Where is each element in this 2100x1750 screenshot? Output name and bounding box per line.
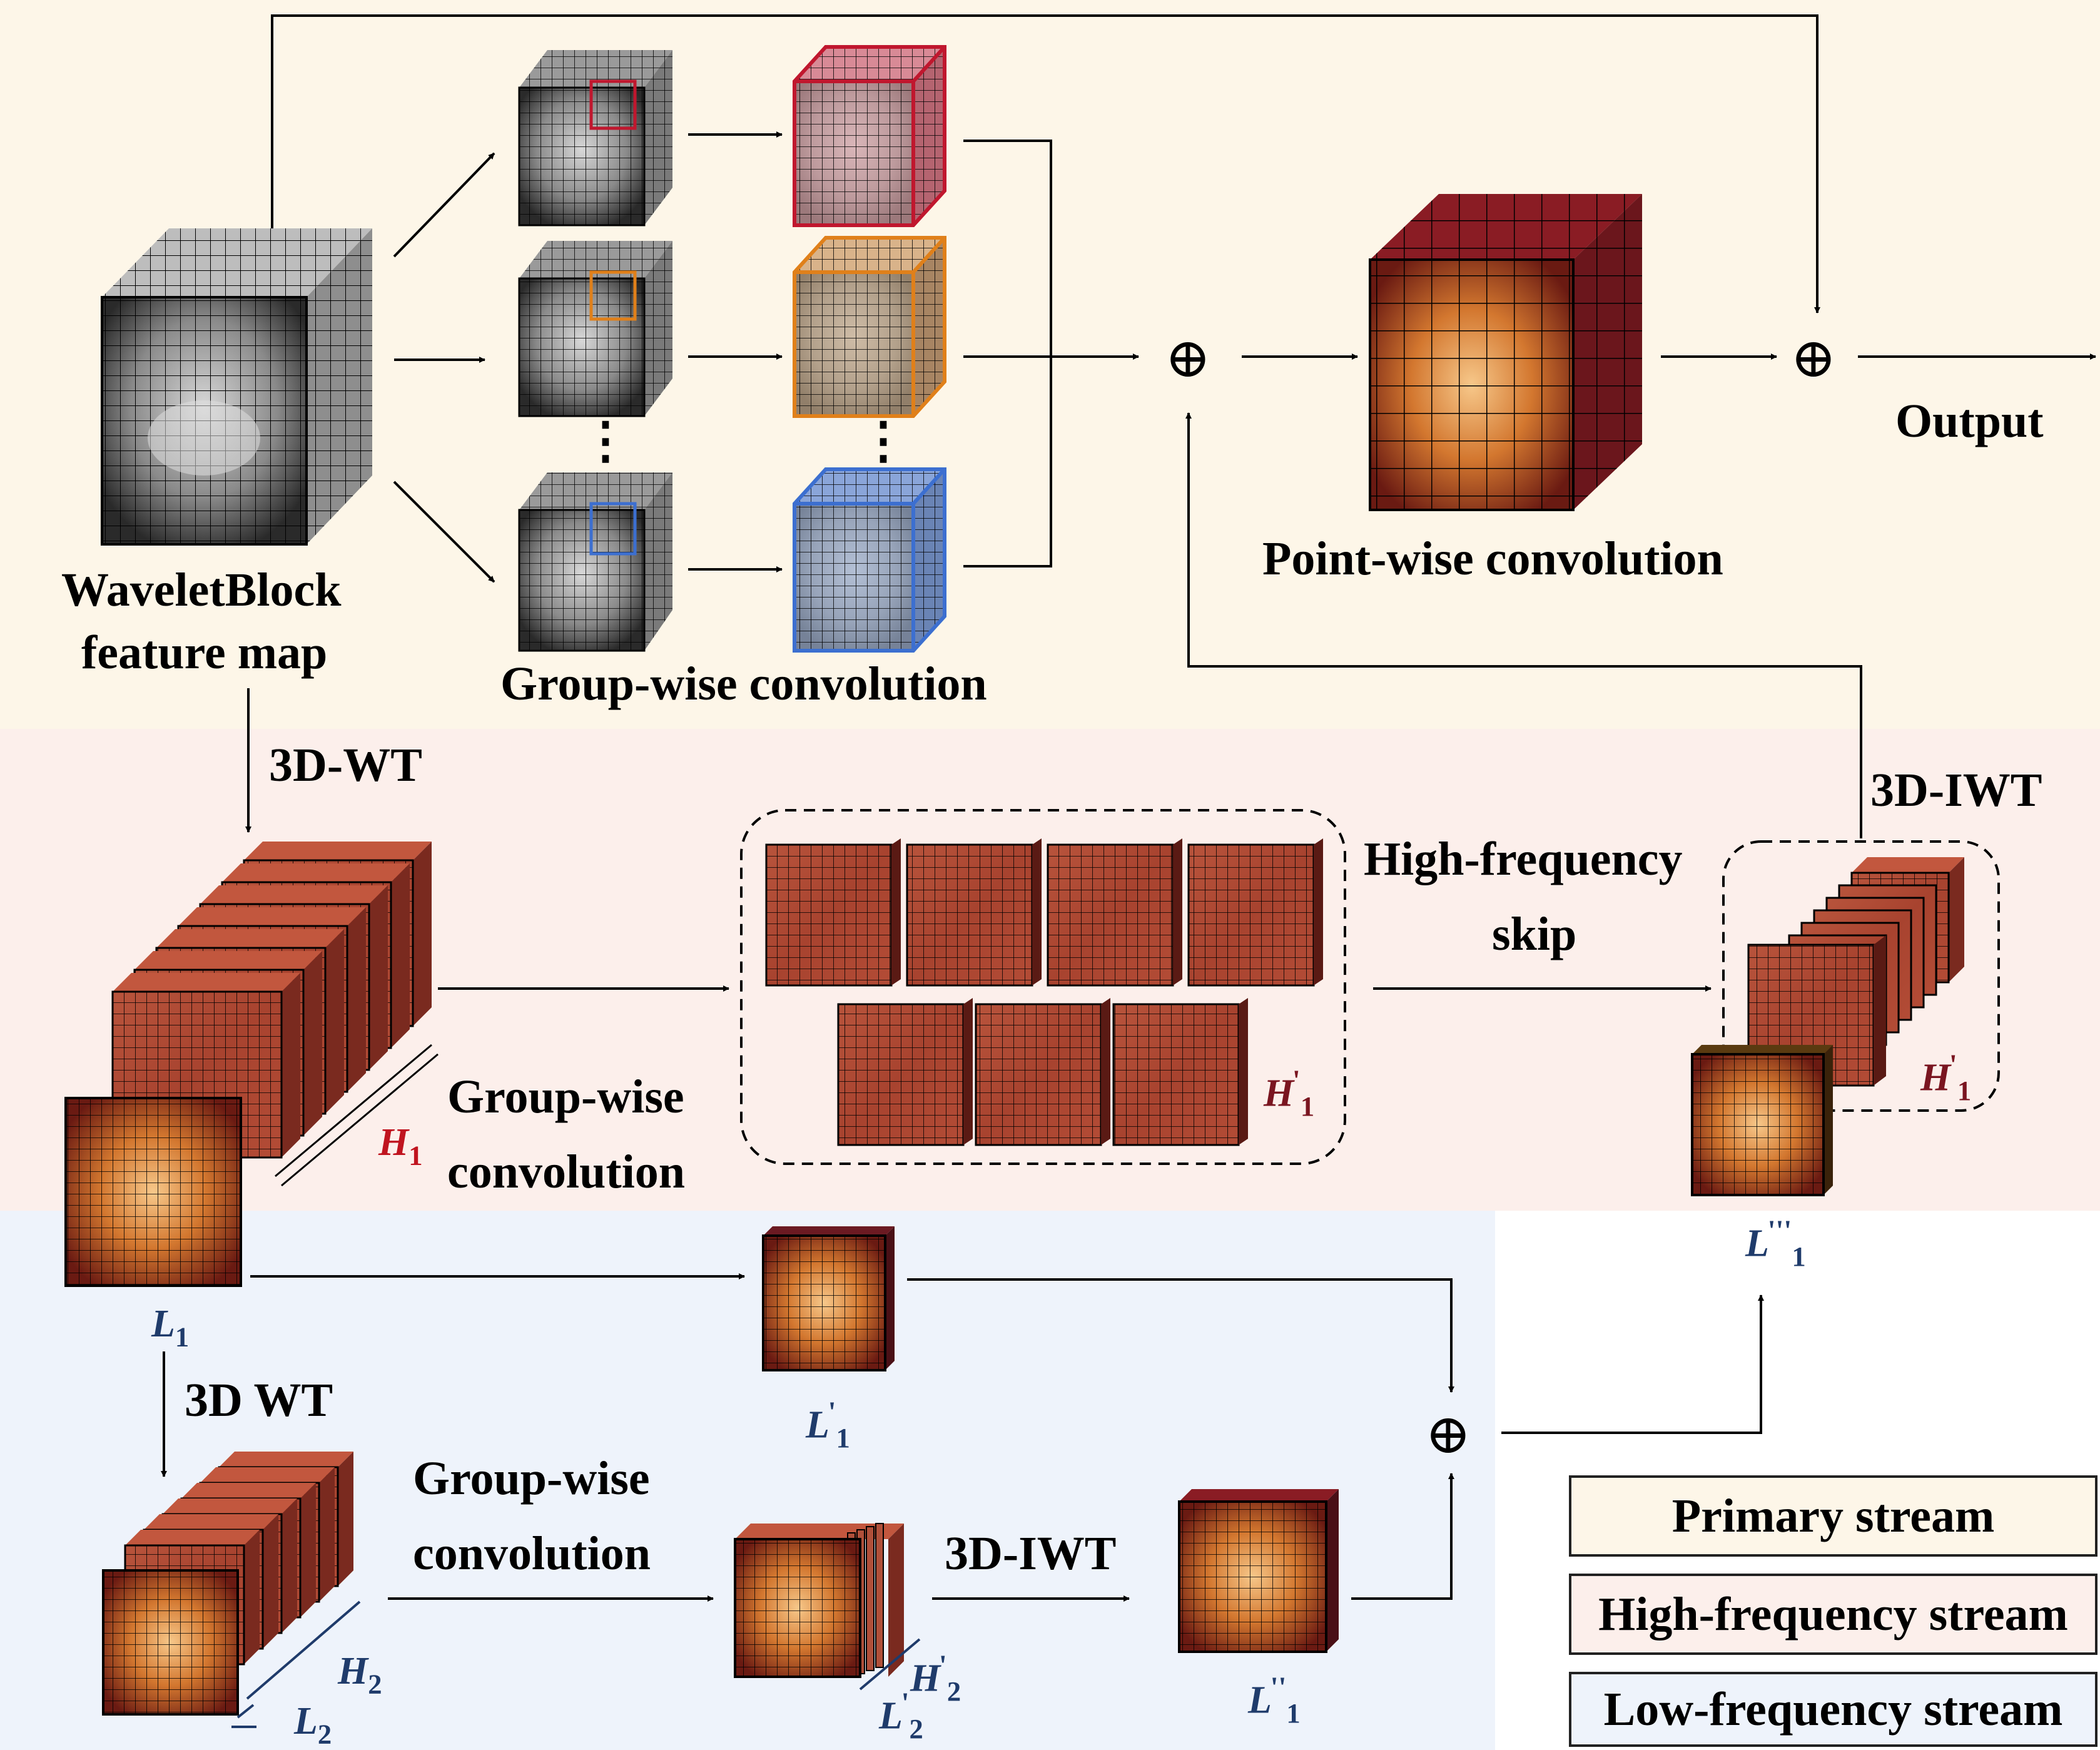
l1-symbol: L1 bbox=[151, 1303, 190, 1353]
l1-prime-symbol: L'1 bbox=[806, 1396, 850, 1454]
h2-symbol: H2 bbox=[338, 1650, 382, 1700]
hf-skip-label-line2: skip bbox=[1492, 908, 1577, 960]
gw-low-label-line1: Group-wise bbox=[413, 1452, 650, 1505]
point-wise-conv-label: Point-wise convolution bbox=[1262, 532, 1723, 585]
l1-double-prime-cube bbox=[1178, 1489, 1339, 1653]
add-symbol-primary: ⊕ bbox=[1165, 328, 1211, 389]
dots-2: ⋮ bbox=[858, 414, 908, 469]
dots-1: ⋮ bbox=[581, 414, 631, 469]
h1-prime-symbol-right: H'1 bbox=[1920, 1049, 1972, 1107]
l2-h2-subband-stack bbox=[102, 1452, 361, 1728]
h1-prime-symbol-mid: H'1 bbox=[1264, 1065, 1315, 1122]
pointwise-cube bbox=[1369, 194, 1642, 511]
iwt-low-label: 3D-IWT bbox=[945, 1527, 1117, 1580]
l2-symbol: L2 bbox=[294, 1700, 332, 1750]
legend-primary-stream: Primary stream bbox=[1569, 1475, 2097, 1557]
hf-group-box bbox=[740, 809, 1346, 1165]
gw-low-label-line2: convolution bbox=[413, 1527, 651, 1580]
input-label-line2: feature map bbox=[81, 626, 328, 679]
l1-triple-prime-symbol: L'''1 bbox=[1745, 1215, 1806, 1273]
l1-prime-cube bbox=[762, 1226, 895, 1371]
hf-skip-label-line1: High-frequency bbox=[1364, 833, 1683, 885]
legend-high-frequency-stream: High-frequency stream bbox=[1569, 1574, 2097, 1655]
l1-triple-prime-cube bbox=[1691, 1045, 1833, 1196]
group-input-cubes bbox=[518, 50, 672, 652]
hf-group-panels bbox=[765, 838, 1323, 1146]
h1-symbol: H1 bbox=[378, 1121, 423, 1171]
h2-prime-symbol: H'2 bbox=[910, 1650, 961, 1707]
group-output-cubes bbox=[793, 45, 946, 653]
hf-skip-box bbox=[1722, 840, 2000, 1112]
low-group-conv-stack bbox=[734, 1523, 921, 1691]
gw-mid-label-line1: Group-wise bbox=[447, 1071, 684, 1123]
wt-low-label: 3D WT bbox=[185, 1374, 333, 1427]
input-feature-cube bbox=[101, 228, 372, 546]
legend-low-frequency-stream: Low-frequency stream bbox=[1569, 1672, 2097, 1747]
iwt-top-label: 3D-IWT bbox=[1870, 764, 2042, 816]
add-symbol-low: ⊕ bbox=[1425, 1405, 1471, 1465]
h1-subband-stack bbox=[64, 842, 439, 1287]
input-label-line1: WaveletBlock bbox=[61, 564, 342, 616]
add-symbol-output: ⊕ bbox=[1790, 328, 1837, 389]
l1-double-prime-symbol: L''1 bbox=[1248, 1672, 1301, 1729]
group-wise-conv-label: Group-wise convolution bbox=[500, 658, 987, 710]
wt-top-label: 3D-WT bbox=[269, 739, 422, 791]
output-label: Output bbox=[1895, 395, 2044, 447]
l2-prime-symbol: L'2 bbox=[879, 1687, 923, 1745]
gw-mid-label-line2: convolution bbox=[447, 1146, 686, 1198]
